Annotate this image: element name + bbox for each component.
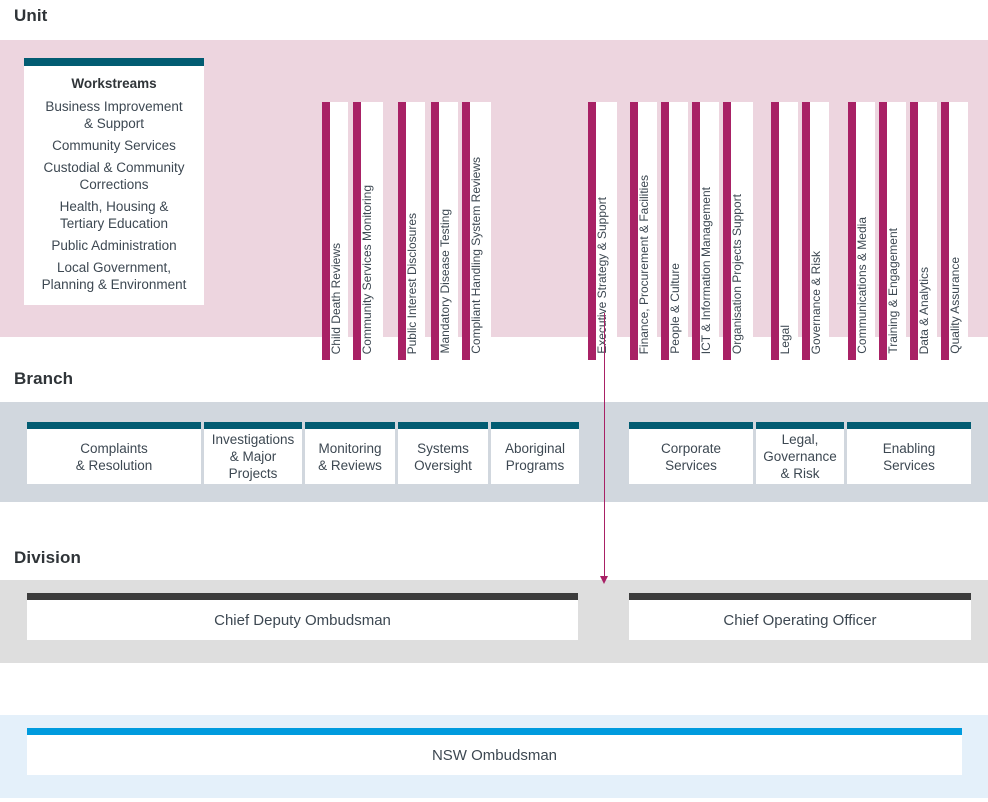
- unit-label: Public Interest Disclosures: [405, 212, 419, 354]
- unit-chip[interactable]: Training & Engagement: [879, 102, 906, 360]
- branch-label: Legal,Governance& Risk: [763, 432, 837, 481]
- unit-chip[interactable]: Organisation Projects Support: [723, 102, 753, 360]
- organisation-band: NSW Ombudsman: [0, 715, 988, 798]
- workstream-item: Business Improvement& Support: [45, 99, 183, 131]
- branch-card[interactable]: Monitoring& Reviews: [305, 422, 395, 484]
- workstreams-heading: Workstreams: [71, 76, 157, 91]
- unit-accent-bar: [353, 102, 361, 360]
- unit-chip[interactable]: People & Culture: [661, 102, 688, 360]
- unit-accent-bar: [941, 102, 949, 360]
- division-band: Chief Deputy Ombudsman Chief Operating Of…: [0, 580, 988, 663]
- unit-accent-bar: [462, 102, 470, 360]
- unit-label: People & Culture: [668, 263, 682, 354]
- unit-chip[interactable]: Executive Strategy & Support: [588, 102, 617, 360]
- branch-section-title: Branch: [14, 369, 74, 388]
- unit-accent-bar: [692, 102, 700, 360]
- branch-label: Monitoring& Reviews: [318, 440, 382, 473]
- division-section-title: Division: [14, 548, 81, 567]
- unit-label: Finance, Procurement & Facilities: [637, 174, 651, 354]
- branch-card[interactable]: Complaints& Resolution: [27, 422, 201, 484]
- unit-label: Communications & Media: [855, 217, 869, 354]
- workstream-item: Health, Housing &Tertiary Education: [59, 199, 169, 231]
- unit-label: Mandatory Disease Testing: [438, 209, 452, 354]
- unit-accent-bar: [723, 102, 731, 360]
- division-card[interactable]: Chief Operating Officer: [629, 593, 971, 640]
- unit-chip[interactable]: Community Services Monitoring: [353, 102, 383, 360]
- unit-chip[interactable]: Legal: [771, 102, 798, 360]
- unit-label: ICT & Information Management: [699, 186, 713, 354]
- organisation-label: NSW Ombudsman: [431, 746, 558, 764]
- unit-accent-bar: [630, 102, 638, 360]
- organisation-card[interactable]: NSW Ombudsman: [27, 728, 962, 775]
- division-label: Chief Operating Officer: [723, 611, 877, 629]
- unit-accent-bar: [910, 102, 918, 360]
- workstream-item: Public Administration: [51, 238, 177, 253]
- unit-label: Data & Analytics: [917, 266, 931, 354]
- branch-label: Complaints& Resolution: [75, 440, 153, 473]
- unit-label: Training & Engagement: [886, 228, 900, 354]
- unit-accent-bar: [431, 102, 439, 360]
- unit-chip[interactable]: Governance & Risk: [802, 102, 829, 360]
- branch-band: Complaints& Resolution Investigations& Ma…: [0, 402, 988, 502]
- unit-accent-bar: [848, 102, 856, 360]
- division-card[interactable]: Chief Deputy Ombudsman: [27, 593, 578, 640]
- unit-label: Child Death Reviews: [329, 242, 343, 354]
- unit-accent-bar: [661, 102, 669, 360]
- division-label: Chief Deputy Ombudsman: [214, 611, 391, 629]
- connector-arrowhead-icon: [600, 576, 608, 584]
- unit-label: Executive Strategy & Support: [595, 197, 609, 354]
- unit-label: Organisation Projects Support: [730, 193, 744, 354]
- unit-chip[interactable]: Compliant Handling System Reviews: [462, 102, 491, 360]
- unit-chip[interactable]: Mandatory Disease Testing: [431, 102, 458, 360]
- unit-label: Legal: [778, 324, 792, 354]
- unit-accent-bar: [802, 102, 810, 360]
- unit-chip[interactable]: Communications & Media: [848, 102, 875, 360]
- unit-section-title: Unit: [14, 6, 48, 25]
- unit-label: Quality Assurance: [948, 257, 962, 354]
- connector-line: [604, 313, 605, 580]
- unit-accent-bar: [398, 102, 406, 360]
- unit-accent-bar: [771, 102, 779, 360]
- unit-chip[interactable]: ICT & Information Management: [692, 102, 719, 360]
- unit-chip[interactable]: Data & Analytics: [910, 102, 937, 360]
- workstreams-card: Workstreams Business Improvement& Suppor…: [24, 58, 204, 305]
- unit-accent-bar: [588, 102, 596, 360]
- unit-chip[interactable]: Child Death Reviews: [322, 102, 348, 360]
- unit-label: Compliant Handling System Reviews: [469, 157, 483, 354]
- workstream-item: Community Services: [52, 138, 176, 153]
- unit-accent-bar: [879, 102, 887, 360]
- unit-chip[interactable]: Finance, Procurement & Facilities: [630, 102, 657, 360]
- unit-label: Governance & Risk: [809, 250, 823, 354]
- unit-chip[interactable]: Public Interest Disclosures: [398, 102, 425, 360]
- branch-card[interactable]: Legal,Governance& Risk: [756, 422, 844, 484]
- unit-accent-bar: [322, 102, 330, 360]
- unit-band: Workstreams Business Improvement& Suppor…: [0, 40, 988, 360]
- workstream-item: Local Government,Planning & Environment: [41, 260, 187, 292]
- unit-chip[interactable]: Quality Assurance: [941, 102, 968, 360]
- unit-label: Community Services Monitoring: [360, 184, 374, 354]
